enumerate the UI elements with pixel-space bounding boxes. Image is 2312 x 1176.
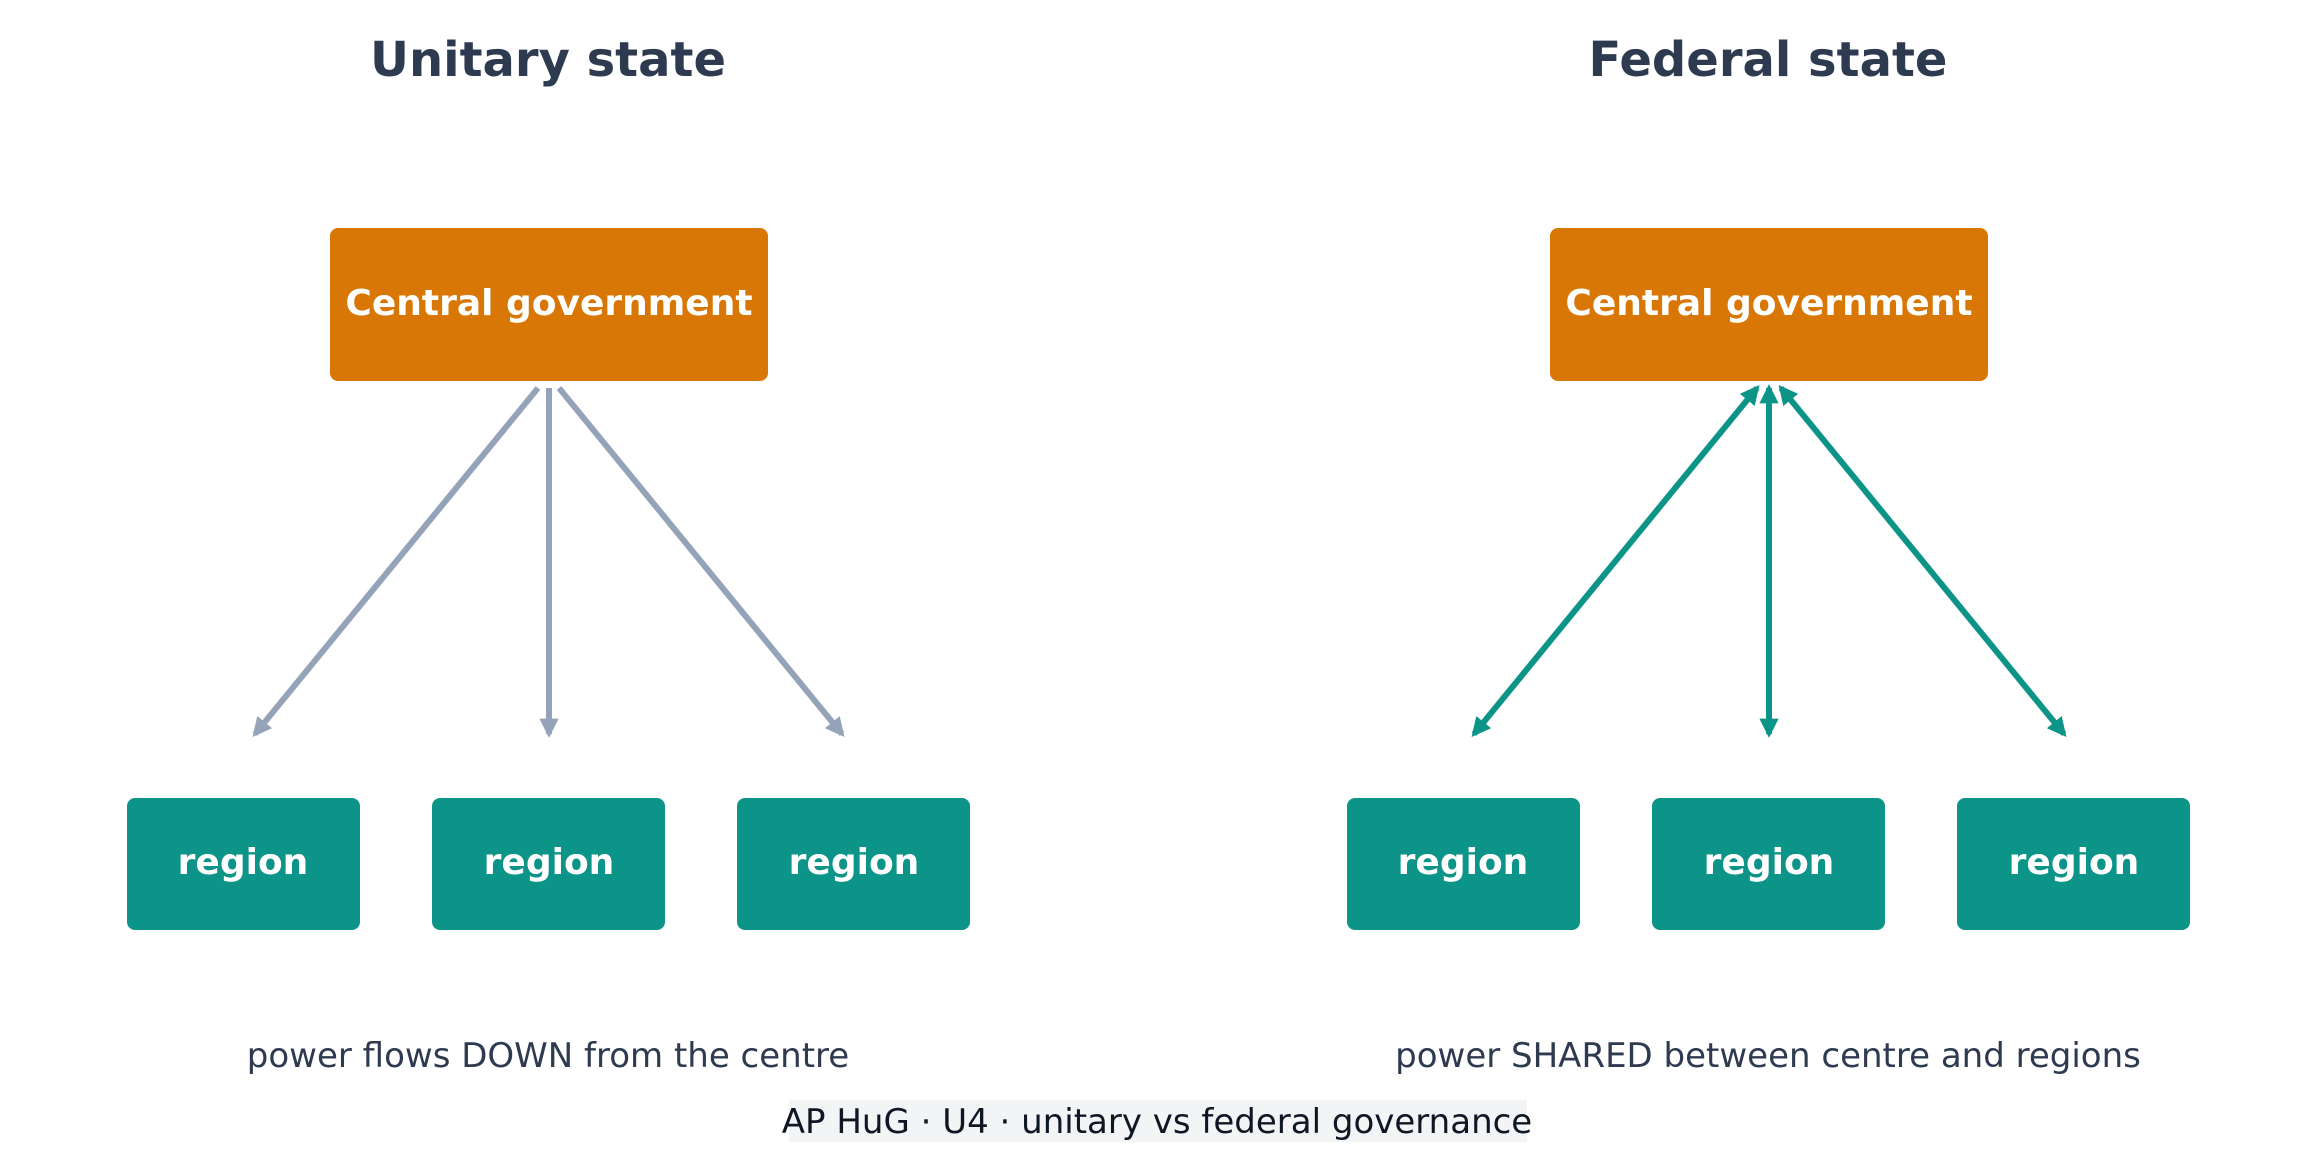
- federal-region-box-3: [1957, 798, 2190, 930]
- unitary-region-box-1: [127, 798, 360, 930]
- unitary-title: Unitary state: [370, 32, 726, 88]
- unitary-arrow-right: [556, 386, 845, 737]
- unitary-central-box: [330, 228, 768, 381]
- federal-arrow-right: [1778, 385, 2067, 737]
- footer: AP HuG · U4 · unitary vs federal governa…: [782, 1100, 1532, 1142]
- unitary-central-label: Central government: [345, 283, 752, 324]
- unitary-panel: Unitary state Central government region …: [127, 32, 970, 1076]
- federal-region-box-2: [1652, 798, 1885, 930]
- federal-region-label-2: region: [1704, 842, 1835, 883]
- federal-region-label-1: region: [1398, 842, 1529, 883]
- federal-region-label-3: region: [2009, 842, 2140, 883]
- unitary-region-label-3: region: [789, 842, 920, 883]
- federal-central-box: [1550, 228, 1988, 381]
- federal-caption: power SHARED between centre and regions: [1395, 1036, 2141, 1076]
- federal-arrow-left: [1471, 385, 1760, 737]
- footer-text: AP HuG · U4 · unitary vs federal governa…: [782, 1102, 1532, 1142]
- unitary-region-box-2: [432, 798, 665, 930]
- unitary-caption: power flows DOWN from the centre: [247, 1036, 849, 1076]
- footer-background: [789, 1100, 1527, 1142]
- federal-title: Federal state: [1589, 32, 1948, 88]
- unitary-arrow-left: [252, 386, 541, 737]
- federal-region-box-1: [1347, 798, 1580, 930]
- federal-panel: Federal state Central government region …: [1347, 32, 2190, 1076]
- unitary-region-label-1: region: [178, 842, 309, 883]
- unitary-region-label-2: region: [484, 842, 615, 883]
- unitary-region-box-3: [737, 798, 970, 930]
- federal-central-label: Central government: [1565, 283, 1972, 324]
